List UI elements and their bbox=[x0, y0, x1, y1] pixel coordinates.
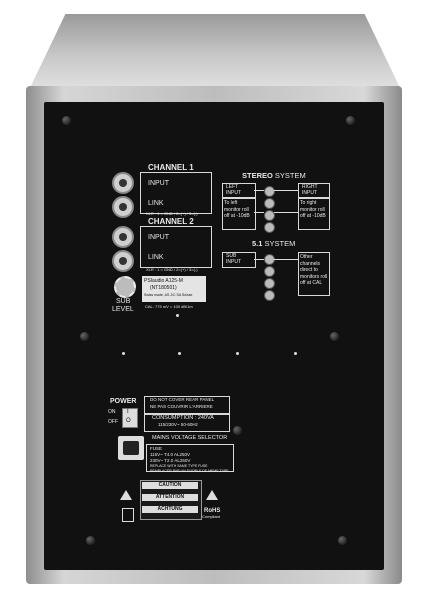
to-right-label: To right monitor roll off at -10dB bbox=[300, 200, 326, 219]
stereo-rca-4[interactable] bbox=[264, 222, 275, 233]
stereo-title-bold: STEREO bbox=[242, 171, 273, 180]
sub-input-label: SUB INPUT bbox=[226, 253, 241, 265]
xlr-pinout-label: XLR : 1 = GND / 2=(+) / 3=(-) bbox=[146, 211, 198, 216]
attention-title: ATTENTION bbox=[142, 494, 198, 501]
rohs-label: RoHS bbox=[204, 508, 221, 514]
system51-title-bold: 5.1 bbox=[252, 239, 263, 248]
screw bbox=[346, 116, 355, 125]
cal-label: CAL: 775 mV = 100 dB/1m bbox=[145, 304, 193, 309]
surround-rca-3[interactable] bbox=[264, 278, 275, 289]
indicator-dot bbox=[294, 352, 297, 355]
serial-made: Swiss made, AS J/C SA Suisse bbox=[144, 293, 193, 297]
channel2-link-label: LINK bbox=[148, 254, 164, 261]
consumption-box bbox=[144, 414, 230, 432]
power-on-label: ON bbox=[108, 409, 116, 415]
screw bbox=[233, 426, 242, 435]
connector-line bbox=[254, 212, 264, 213]
connector-line bbox=[274, 190, 298, 191]
serial-label bbox=[142, 276, 206, 302]
stereo-system-title: STEREO SYSTEM bbox=[242, 172, 306, 180]
stereo-title-rest: SYSTEM bbox=[272, 171, 306, 180]
indicator-dot bbox=[176, 314, 179, 317]
connector-line bbox=[274, 259, 298, 260]
channel1-input-xlr[interactable] bbox=[112, 172, 134, 194]
mains-fuse-label: FUSE bbox=[150, 446, 163, 451]
screw bbox=[330, 332, 339, 341]
channel1-link-xlr[interactable] bbox=[112, 196, 134, 218]
channel1-input-label: INPUT bbox=[148, 180, 169, 187]
sub-input-box bbox=[222, 252, 256, 268]
to-right-box bbox=[298, 198, 330, 230]
channel2-link-xlr[interactable] bbox=[112, 250, 134, 272]
surround-rca-2[interactable] bbox=[264, 266, 275, 277]
channel1-link-label: LINK bbox=[148, 200, 164, 207]
connector-line bbox=[274, 212, 298, 213]
notice-line1: DO NOT COVER REAR PANEL bbox=[150, 397, 215, 402]
notice-line2: NE PAS COUVRIR L'ARRIERE bbox=[150, 404, 213, 409]
xlr-pinout-label: XLR : 1 = GND / 2=(+) / 3=(-) bbox=[146, 267, 198, 272]
channel2-input-label: INPUT bbox=[148, 234, 169, 241]
other-channels-box bbox=[298, 252, 330, 296]
screw bbox=[80, 332, 89, 341]
weee-bin-icon bbox=[122, 508, 134, 522]
caution-title: CAUTION bbox=[142, 482, 198, 489]
cabinet-top bbox=[28, 14, 402, 92]
channel2-box bbox=[140, 226, 212, 268]
left-input-label: LEFT INPUT bbox=[226, 184, 241, 196]
mains-230v: 230V~ T2.0 AL250V bbox=[150, 458, 191, 463]
consumption-line1: CONSUMPTION : 240VA bbox=[152, 415, 214, 421]
rohs-compliant: Compliant bbox=[202, 514, 221, 519]
stereo-rca-2[interactable] bbox=[264, 198, 275, 209]
power-off-symbol: O bbox=[126, 418, 131, 424]
sub-level-knob[interactable] bbox=[114, 276, 136, 298]
mains-title: MAINS VOLTAGE SELECTOR bbox=[150, 435, 230, 442]
sub-level-label-line2: LEVEL bbox=[112, 306, 134, 313]
power-label: POWER bbox=[110, 398, 137, 405]
system51-title: 5.1 SYSTEM bbox=[252, 240, 295, 248]
power-off-label: OFF bbox=[108, 419, 118, 425]
indicator-dot bbox=[178, 352, 181, 355]
system51-title-rest: SYSTEM bbox=[262, 239, 296, 248]
other-channels-label: Other channels direct to monitors roll o… bbox=[300, 254, 328, 286]
mains-115v: 115V~ T4.0 AL250V bbox=[150, 452, 190, 457]
screw bbox=[338, 536, 347, 545]
achtung-title: ACHTUNG bbox=[142, 506, 198, 513]
screw bbox=[86, 536, 95, 545]
to-left-box bbox=[222, 198, 256, 230]
stereo-rca-3[interactable] bbox=[264, 210, 275, 221]
mains-box bbox=[146, 444, 234, 472]
warning-triangle-icon bbox=[206, 490, 218, 500]
indicator-dot bbox=[236, 352, 239, 355]
connector-line bbox=[254, 190, 264, 191]
stereo-rca-1[interactable] bbox=[264, 186, 275, 197]
right-input-label: RIGHT INPUT bbox=[302, 184, 318, 196]
iec-socket-inner bbox=[123, 441, 139, 455]
channel1-title: CHANNEL 1 bbox=[146, 163, 196, 172]
warning-triangle-icon bbox=[120, 490, 132, 500]
mains-replace-line2: REMPLACER PAR UN FUSIBLE DE MEME TYPE bbox=[150, 469, 229, 473]
serial-model: PSIaudio A125-M bbox=[144, 278, 183, 284]
screw bbox=[62, 116, 71, 125]
consumption-line2: 115/230V~ 50-60Hz bbox=[158, 422, 198, 427]
channel1-box bbox=[140, 172, 212, 214]
surround-rca-4[interactable] bbox=[264, 290, 275, 301]
power-on-symbol: I bbox=[127, 409, 129, 415]
to-left-label: To left monitor roll off at -10dB bbox=[224, 200, 250, 219]
connector-line bbox=[254, 259, 264, 260]
right-input-box bbox=[298, 183, 330, 198]
sub-level-label-line1: SUB bbox=[116, 298, 131, 305]
indicator-dot bbox=[122, 352, 125, 355]
channel2-input-xlr[interactable] bbox=[112, 226, 134, 248]
power-switch[interactable] bbox=[122, 408, 138, 428]
notice-box bbox=[144, 396, 230, 414]
channel2-title: CHANNEL 2 bbox=[146, 217, 196, 226]
serial-number: (NT180501) bbox=[150, 285, 177, 291]
mains-replace-line1: REPLACE WITH SAME TYPE FUSE bbox=[150, 464, 208, 468]
